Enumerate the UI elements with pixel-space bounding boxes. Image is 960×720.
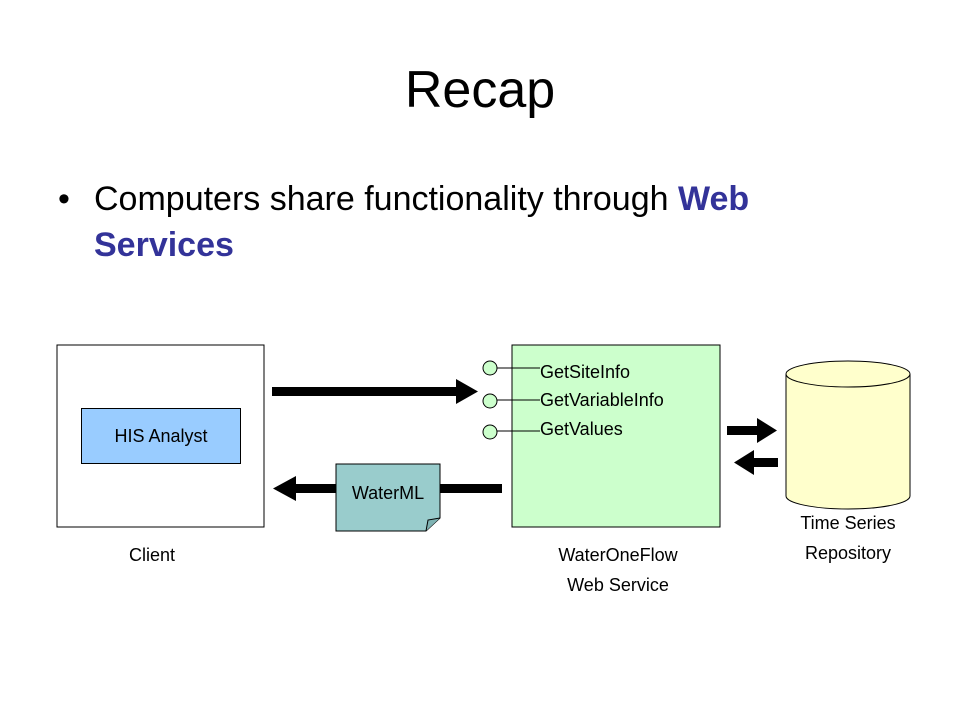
to-repository-arrow	[727, 418, 777, 443]
interface-port-2	[482, 393, 498, 409]
from-repository-arrow	[734, 450, 778, 475]
repository-cylinder	[785, 360, 911, 510]
client-caption: Client	[128, 545, 176, 565]
interface-port-3	[482, 424, 498, 440]
bullet-emphasis: Web Services	[94, 180, 750, 264]
method-get-values: GetValues	[540, 419, 623, 439]
waterml-fold	[425, 517, 441, 532]
method-interfaces	[482, 360, 540, 440]
waterml-label: WaterML	[351, 483, 425, 503]
interface-port-1	[482, 360, 498, 376]
method-get-variable-info: GetVariableInfo	[540, 390, 664, 410]
bullet-dot: •	[58, 180, 70, 218]
his-analyst-box: HIS Analyst	[81, 408, 241, 464]
request-arrow	[272, 379, 478, 404]
web-service-caption-line1: WaterOneFlow	[558, 545, 678, 565]
web-service-box	[511, 344, 721, 528]
method-get-site-info: GetSiteInfo	[540, 362, 631, 382]
web-service-caption-line2: Web Service	[567, 575, 669, 595]
bullet-plain-text: Computers share functionality through	[94, 180, 678, 218]
bullet-text: Computers share functionality through We…	[94, 176, 894, 268]
repository-caption-line1: Time Series	[800, 513, 896, 533]
his-analyst-label: HIS Analyst	[114, 425, 208, 446]
repository-caption-line2: Repository	[804, 543, 892, 563]
slide-title: Recap	[404, 61, 556, 119]
